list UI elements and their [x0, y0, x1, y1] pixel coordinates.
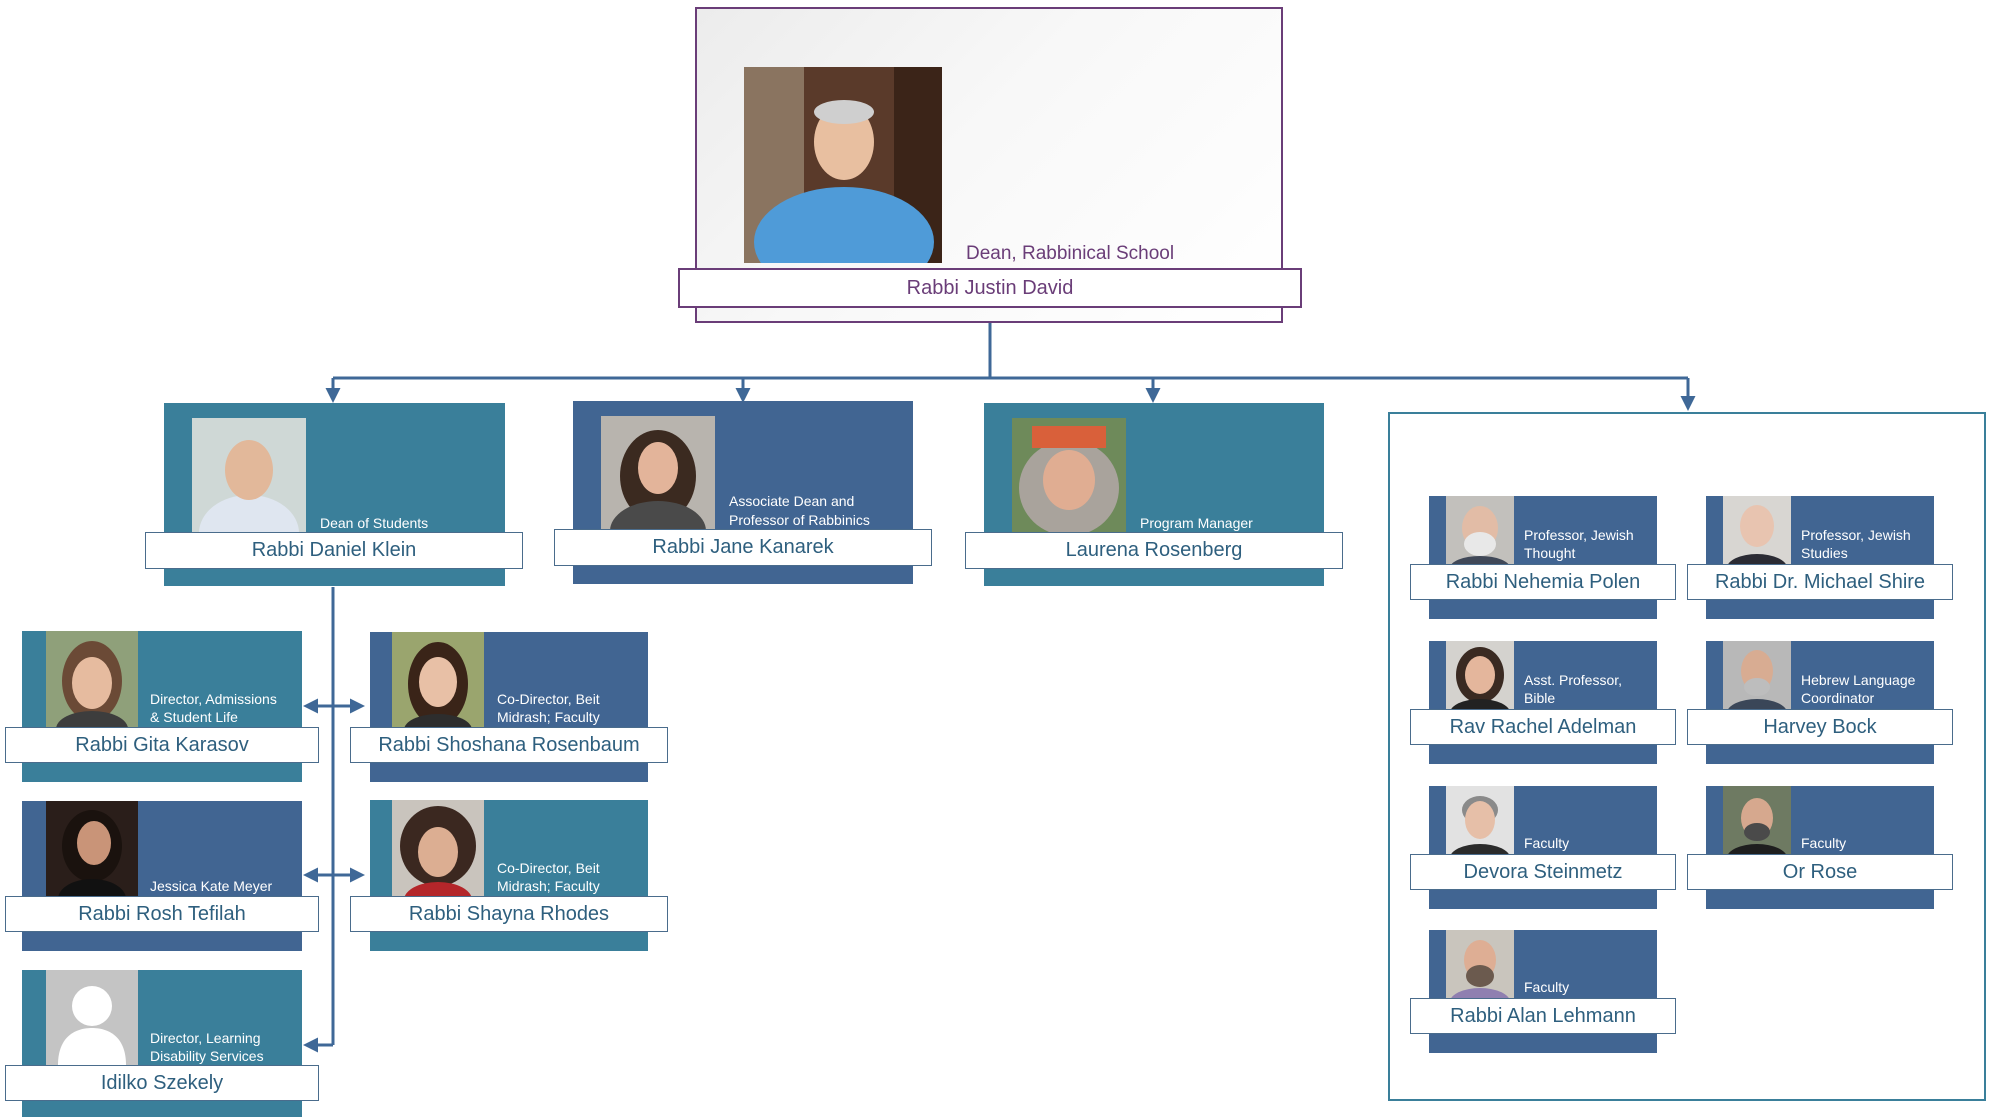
- szekely-title-line1: Director, Learning: [150, 1030, 261, 1046]
- rosenberg-photo: [1012, 418, 1126, 532]
- rhodes-title-line2: Midrash; Faculty: [497, 878, 600, 894]
- placeholder-avatar-icon: [46, 970, 138, 1065]
- rhodes-name-bar[interactable]: Rabbi Shayna Rhodes: [350, 896, 668, 932]
- kanarek-photo: [601, 416, 715, 530]
- klein-name-bar[interactable]: Rabbi Daniel Klein: [145, 532, 523, 569]
- karasov-title-line2: & Student Life: [150, 709, 238, 725]
- faculty-card-shire[interactable]: Professor, Jewish Studies Rabbi Dr. Mich…: [1687, 496, 1953, 619]
- polen-name-bar[interactable]: Rabbi Nehemia Polen: [1410, 564, 1676, 600]
- karasov-name-bar[interactable]: Rabbi Gita Karasov: [5, 727, 319, 763]
- rosenberg-name-bar[interactable]: Laurena Rosenberg: [965, 532, 1343, 569]
- karasov-title-line1: Director, Admissions: [150, 691, 277, 707]
- shire-title-line1: Professor, Jewish: [1801, 527, 1911, 543]
- faculty-card-bock[interactable]: Hebrew Language Coordinator Harvey Bock: [1687, 641, 1953, 764]
- polen-title-line2: Thought: [1524, 545, 1576, 561]
- rhodes-title-line1: Co-Director, Beit: [497, 860, 600, 876]
- bock-title-line2: Coordinator: [1801, 690, 1875, 706]
- faculty-card-lehmann[interactable]: Faculty Rabbi Alan Lehmann: [1410, 930, 1676, 1053]
- adelman-title-line1: Asst. Professor,: [1524, 672, 1623, 688]
- lehmann-photo: [1446, 930, 1514, 998]
- rhodes-photo: [392, 800, 484, 896]
- karasov-photo: [46, 631, 138, 727]
- steinmetz-photo: [1446, 786, 1514, 854]
- bock-photo: [1723, 641, 1791, 709]
- szekely-title-line2: Disability Services: [150, 1048, 264, 1064]
- rosenberg-title: Program Manager: [1140, 515, 1253, 531]
- kanarek-title-line1: Associate Dean and: [729, 493, 855, 509]
- rose-photo: [1723, 786, 1791, 854]
- faculty-card-steinmetz[interactable]: Faculty Devora Steinmetz: [1410, 786, 1676, 909]
- faculty-card-rose[interactable]: Faculty Or Rose: [1687, 786, 1953, 909]
- shire-photo: [1723, 496, 1791, 564]
- steinmetz-name-bar[interactable]: Devora Steinmetz: [1410, 854, 1676, 890]
- student-card-rosenbaum[interactable]: Co-Director, Beit Midrash; Faculty Rabbi…: [350, 632, 668, 782]
- rosenbaum-name-bar[interactable]: Rabbi Shoshana Rosenbaum: [350, 727, 668, 763]
- student-card-szekely[interactable]: Director, Learning Disability Services I…: [5, 970, 319, 1117]
- lehmann-title: Faculty: [1524, 979, 1570, 995]
- rosenbaum-title-line2: Midrash; Faculty: [497, 709, 600, 725]
- rosenbaum-title-line1: Co-Director, Beit: [497, 691, 600, 707]
- adelman-title-line2: Bible: [1524, 690, 1556, 706]
- steinmetz-title: Faculty: [1524, 835, 1570, 851]
- faculty-card-adelman[interactable]: Asst. Professor, Bible Rav Rachel Adelma…: [1410, 641, 1676, 764]
- polen-photo: [1446, 496, 1514, 564]
- adelman-name-bar[interactable]: Rav Rachel Adelman: [1410, 709, 1676, 745]
- rosenbaum-photo: [392, 632, 484, 727]
- adelman-photo: [1446, 641, 1514, 709]
- kanarek-name-bar[interactable]: Rabbi Jane Kanarek: [554, 529, 932, 566]
- rosh-tefilah-title: Jessica Kate Meyer: [150, 878, 273, 894]
- level2-card-klein[interactable]: Dean of Students Rabbi Daniel Klein: [145, 403, 523, 586]
- rose-title: Faculty: [1801, 835, 1847, 851]
- student-card-rosh-tefilah[interactable]: Jessica Kate Meyer Rabbi Rosh Tefilah: [5, 801, 319, 951]
- student-card-rhodes[interactable]: Co-Director, Beit Midrash; Faculty Rabbi…: [350, 800, 668, 951]
- root-name-bar[interactable]: Rabbi Justin David: [678, 268, 1302, 308]
- bock-name-bar[interactable]: Harvey Bock: [1687, 709, 1953, 745]
- shire-name-bar[interactable]: Rabbi Dr. Michael Shire: [1687, 564, 1953, 600]
- klein-title: Dean of Students: [320, 515, 429, 531]
- root-title: Dean, Rabbinical School: [966, 243, 1175, 264]
- bock-title-line1: Hebrew Language: [1801, 672, 1916, 688]
- szekely-name-bar[interactable]: Idilko Szekely: [5, 1065, 319, 1101]
- shire-title-line2: Studies: [1801, 545, 1848, 561]
- rose-name-bar[interactable]: Or Rose: [1687, 854, 1953, 890]
- klein-photo: [192, 418, 306, 532]
- level2-card-kanarek[interactable]: Associate Dean and Professor of Rabbinic…: [554, 401, 932, 584]
- meyer-photo: [46, 801, 138, 896]
- kanarek-title-line2: Professor of Rabbinics: [729, 512, 870, 528]
- faculty-card-polen[interactable]: Professor, Jewish Thought Rabbi Nehemia …: [1410, 496, 1676, 619]
- lehmann-name-bar[interactable]: Rabbi Alan Lehmann: [1410, 998, 1676, 1034]
- polen-title-line1: Professor, Jewish: [1524, 527, 1634, 543]
- level2-card-rosenberg[interactable]: Program Manager Laurena Rosenberg: [965, 403, 1343, 586]
- student-card-karasov[interactable]: Director, Admissions & Student Life Rabb…: [5, 631, 319, 782]
- root-photo: [744, 67, 942, 263]
- rosh-tefilah-name-bar[interactable]: Rabbi Rosh Tefilah: [5, 896, 319, 932]
